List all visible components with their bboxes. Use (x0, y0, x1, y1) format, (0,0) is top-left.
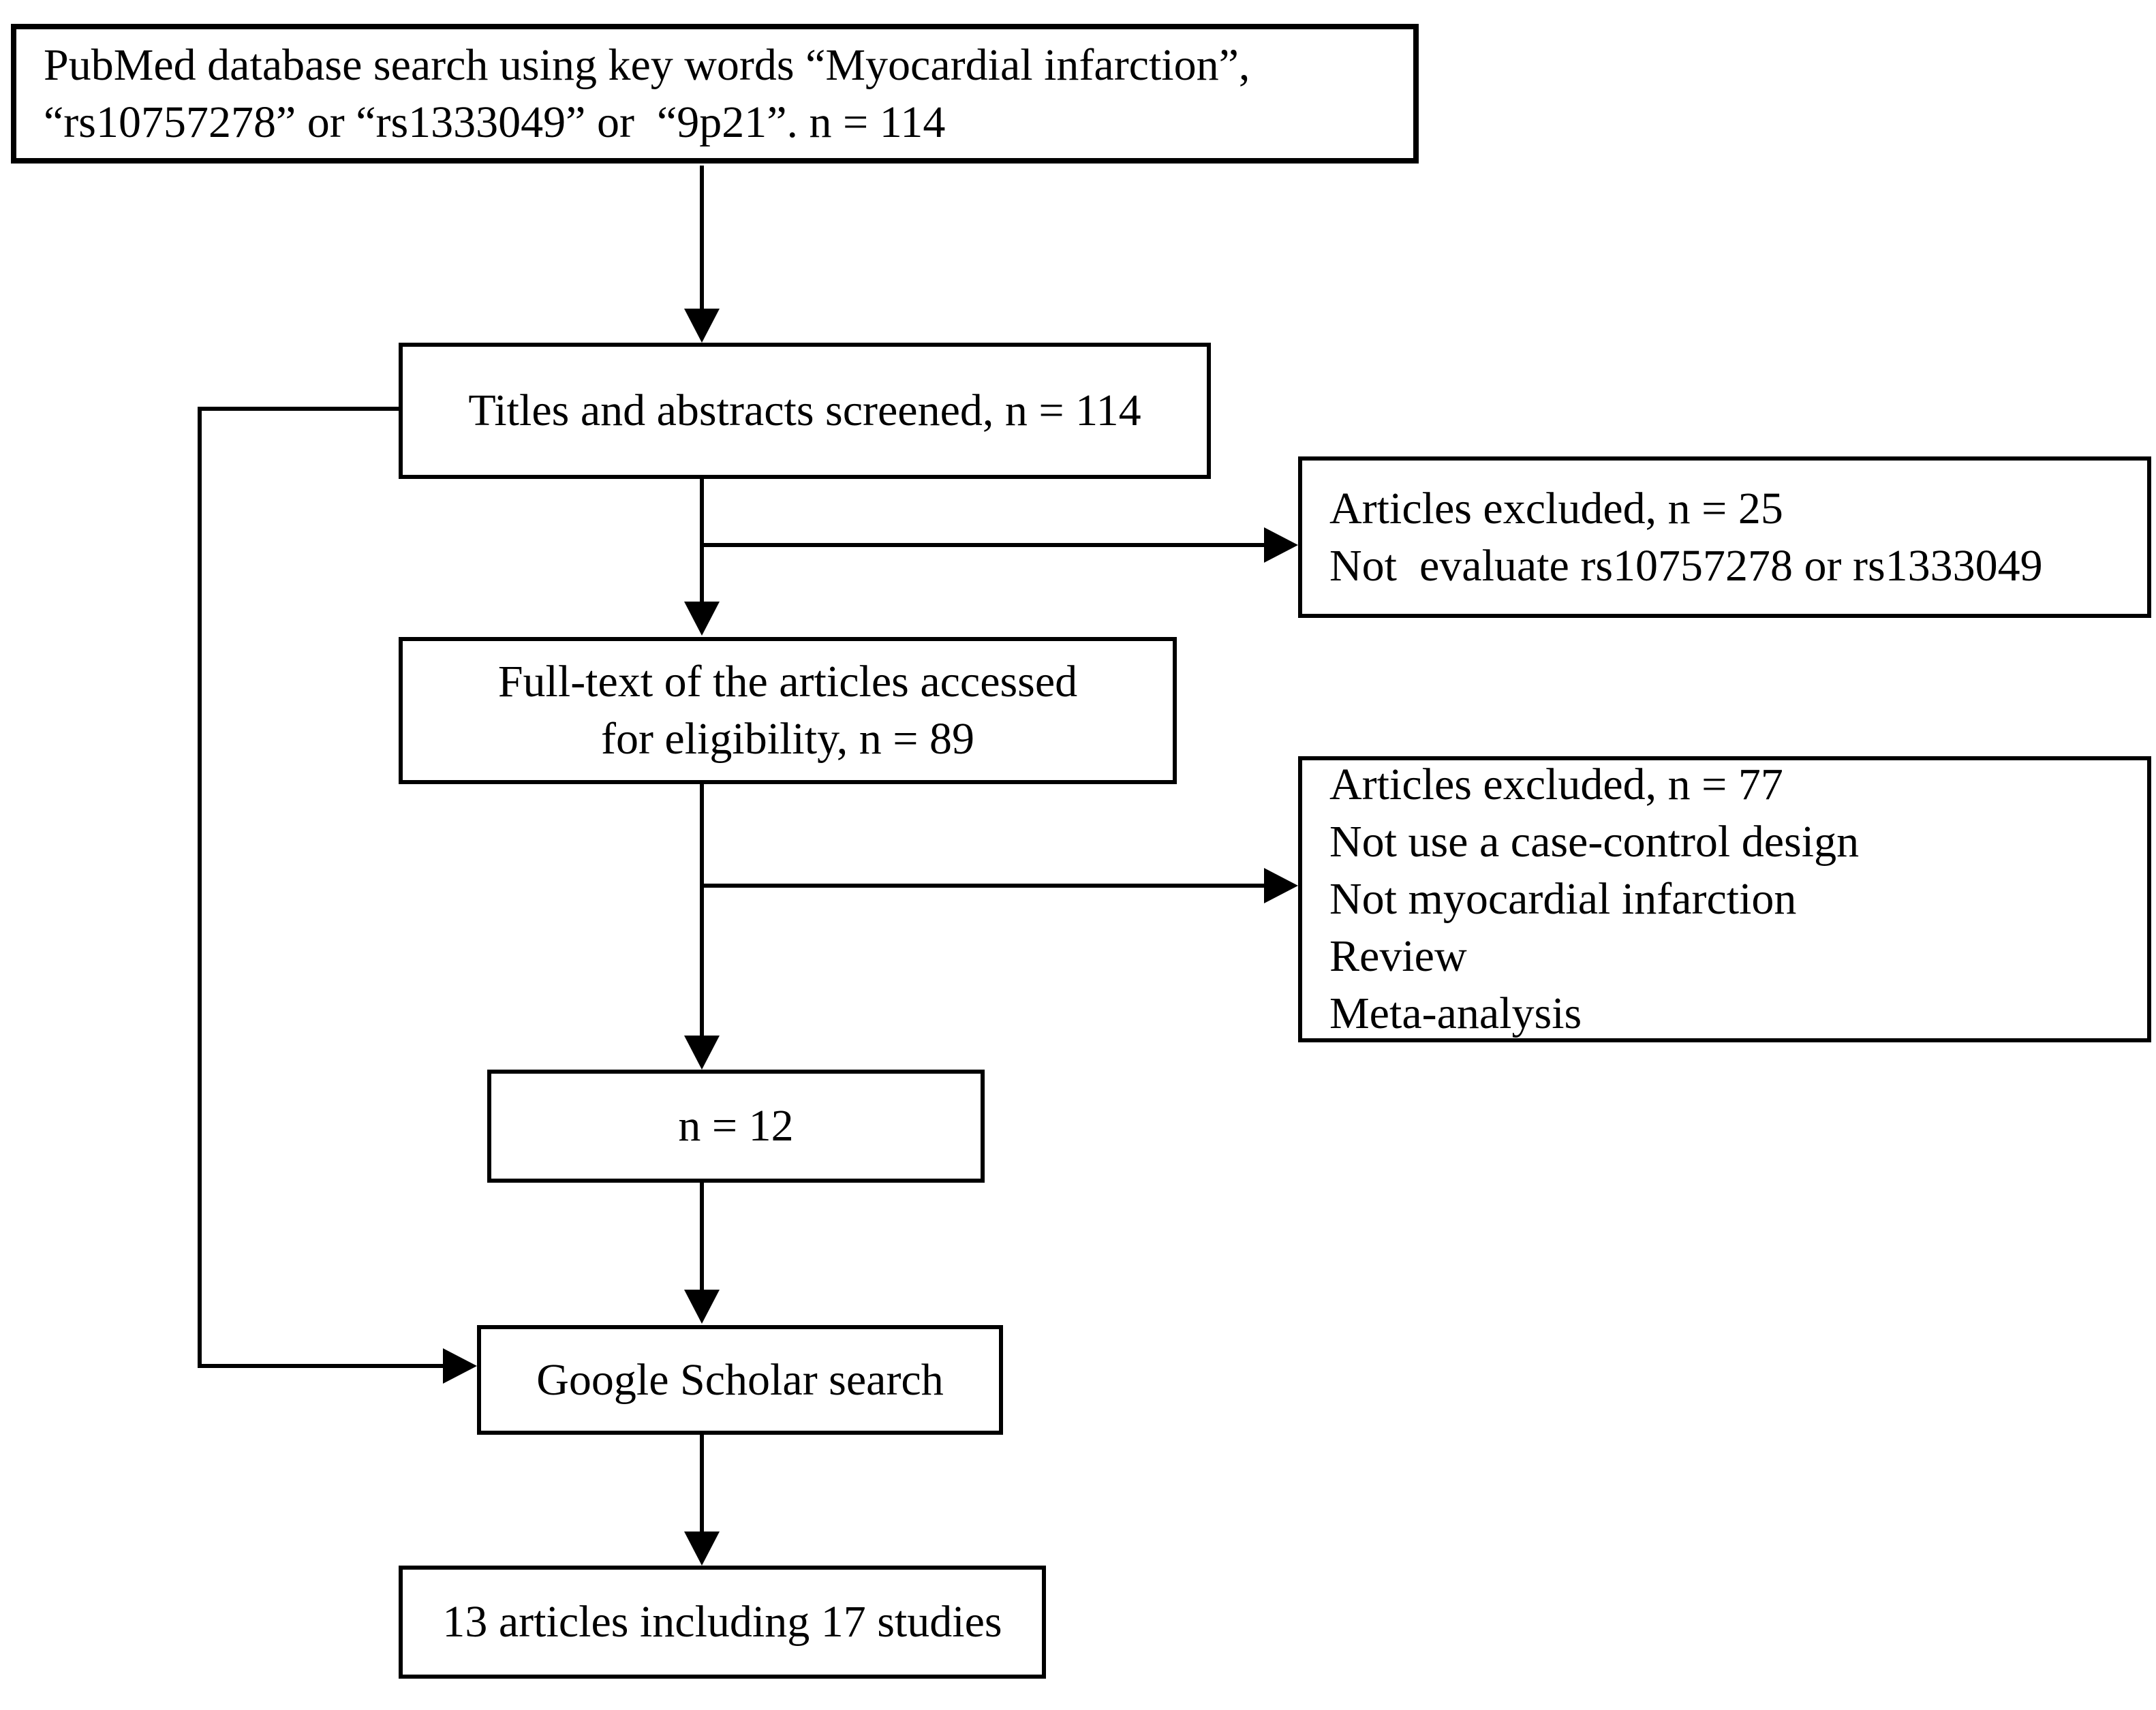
node-excluded-screening-line2: Not evaluate rs10757278 or rs1333049 (1329, 540, 2043, 591)
arrow-branch-excluded2-head (1264, 868, 1298, 903)
arrow-branch-excluded2-line (700, 884, 1267, 888)
node-fulltext-accessed-line2: for eligibility, n = 89 (600, 714, 975, 764)
arrow-fulltext-to-n12-line (700, 784, 704, 1040)
node-google-scholar-label: Google Scholar search (536, 1354, 944, 1405)
node-fulltext-accessed: Full-text of the articles accessed for e… (399, 637, 1177, 784)
node-titles-screened: Titles and abstracts screened, n = 114 (399, 343, 1211, 479)
loop-arrow-head (443, 1348, 477, 1384)
node-excluded-fulltext: Articles excluded, n = 77 Not use a case… (1298, 756, 2151, 1042)
node-final-result-label: 13 articles including 17 studies (442, 1597, 1002, 1647)
node-n12: n = 12 (487, 1070, 985, 1183)
node-final-result: 13 articles including 17 studies (399, 1566, 1046, 1679)
node-excluded-fulltext-line4: Review (1329, 931, 1467, 981)
arrow-branch-excluded1-head (1264, 527, 1298, 563)
arrow-screened-to-fulltext-line (700, 479, 704, 606)
arrow-fulltext-to-n12-head (684, 1036, 720, 1070)
arrow-branch-excluded1-line (700, 543, 1267, 547)
arrow-google-to-final-line (700, 1435, 704, 1537)
arrow-n12-to-google-line (700, 1183, 704, 1295)
node-excluded-screening-line1: Articles excluded, n = 25 (1329, 483, 1783, 533)
arrow-pubmed-to-screened-head (684, 309, 720, 343)
node-excluded-fulltext-line1: Articles excluded, n = 77 (1329, 760, 1783, 809)
loop-top-line (198, 407, 399, 411)
node-n12-label: n = 12 (678, 1101, 794, 1151)
arrow-screened-to-fulltext-head (684, 602, 720, 636)
arrow-pubmed-to-screened-line (700, 166, 704, 313)
node-pubmed-search-line2: “rs10757278” or “rs1333049” or “9p21”. n… (44, 97, 946, 147)
node-titles-screened-label: Titles and abstracts screened, n = 114 (468, 386, 1141, 435)
arrow-n12-to-google-head (684, 1290, 720, 1324)
loop-vertical-line (198, 407, 202, 1368)
node-excluded-fulltext-line3: Not myocardial infarction (1329, 874, 1797, 924)
node-pubmed-search-line1: PubMed database search using key words “… (44, 40, 1250, 90)
node-pubmed-search: PubMed database search using key words “… (11, 24, 1419, 164)
arrow-google-to-final-head (684, 1532, 720, 1566)
node-google-scholar: Google Scholar search (477, 1325, 1003, 1435)
node-excluded-fulltext-line2: Not use a case-control design (1329, 817, 1860, 867)
node-excluded-fulltext-line5: Meta-analysis (1329, 989, 1582, 1038)
node-excluded-screening: Articles excluded, n = 25 Not evaluate r… (1298, 456, 2151, 618)
node-fulltext-accessed-line1: Full-text of the articles accessed (497, 657, 1078, 706)
loop-bottom-line (198, 1364, 444, 1368)
